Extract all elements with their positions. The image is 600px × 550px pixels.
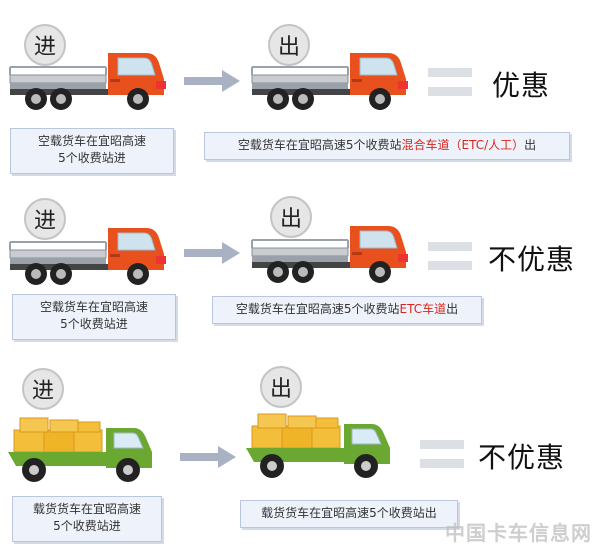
empty-orange-truck-exit — [248, 45, 418, 115]
exit-caption-highlight: 混合车道（ETC/人工） — [401, 138, 525, 152]
exit-caption-text: 空载货车在宜昭高速5个收费站 — [237, 138, 402, 152]
equals-icon — [428, 68, 472, 96]
result-label: 不优惠 — [488, 243, 576, 276]
enter-caption-line-2: 5个收费站进 — [60, 317, 128, 331]
exit-caption-suffix: 出 — [524, 138, 537, 152]
exit-badge: 出 — [270, 196, 312, 238]
right-arrow-icon — [184, 70, 240, 92]
enter-badge: 进 — [24, 198, 66, 240]
empty-orange-truck-exit — [248, 218, 418, 288]
exit-caption: 载货货车在宜昭高速5个收费站出 — [240, 500, 458, 528]
equals-icon — [428, 242, 472, 270]
equals-icon — [420, 440, 464, 468]
exit-caption-highlight: ETC车道 — [399, 302, 447, 316]
loaded-green-truck-enter — [6, 416, 156, 486]
exit-caption-suffix: 出 — [446, 302, 459, 316]
watermark: 中国卡车信息网 — [445, 521, 592, 545]
exit-badge: 出 — [268, 24, 310, 66]
result-label: 优惠 — [492, 69, 551, 102]
enter-caption-line-1: 空载货车在宜昭高速 — [39, 300, 148, 314]
empty-orange-truck-enter — [6, 220, 176, 290]
loaded-green-truck-exit — [244, 412, 394, 482]
result-label: 不优惠 — [478, 441, 566, 474]
exit-caption-text: 载货货车在宜昭高速5个收费站出 — [261, 506, 437, 520]
exit-caption: 空载货车在宜昭高速5个收费站混合车道（ETC/人工）出 — [204, 132, 570, 160]
exit-badge: 出 — [260, 366, 302, 408]
enter-caption: 载货货车在宜昭高速 5个收费站进 — [12, 496, 162, 542]
enter-caption: 空载货车在宜昭高速 5个收费站进 — [10, 128, 174, 174]
exit-caption: 空载货车在宜昭高速5个收费站ETC车道出 — [212, 296, 482, 324]
enter-badge: 进 — [22, 368, 64, 410]
enter-caption-line-1: 空载货车在宜昭高速 — [37, 134, 146, 148]
enter-caption: 空载货车在宜昭高速 5个收费站进 — [12, 294, 176, 340]
enter-caption-line-2: 5个收费站进 — [53, 519, 121, 533]
right-arrow-icon — [180, 446, 236, 468]
enter-caption-line-2: 5个收费站进 — [58, 151, 126, 165]
empty-orange-truck-enter — [6, 45, 176, 115]
exit-caption-text: 空载货车在宜昭高速5个收费站 — [235, 302, 400, 316]
enter-badge: 进 — [24, 24, 66, 66]
enter-caption-line-1: 载货货车在宜昭高速 — [32, 502, 141, 516]
right-arrow-icon — [184, 242, 240, 264]
